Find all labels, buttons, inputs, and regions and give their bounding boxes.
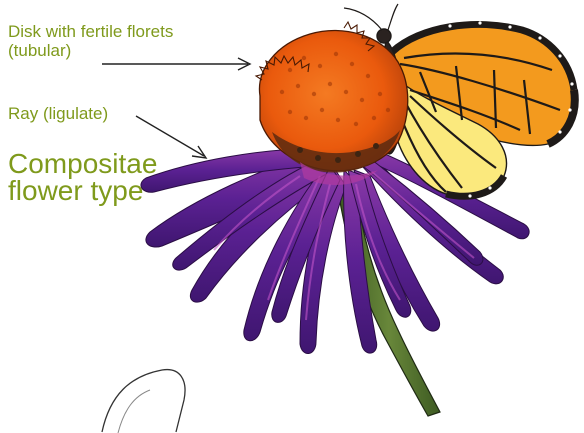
disk-label: Disk with fertile florets (tubular) bbox=[8, 22, 173, 60]
ray-label: Ray (ligulate) bbox=[8, 104, 108, 123]
diagram-title: Compositae flower type bbox=[8, 150, 157, 205]
disk-label-line1: Disk with fertile florets bbox=[8, 22, 173, 41]
title-line2: flower type bbox=[8, 177, 157, 204]
pebble-sketch bbox=[102, 370, 185, 432]
disk-label-line2: (tubular) bbox=[8, 41, 173, 60]
title-line1: Compositae bbox=[8, 150, 157, 177]
